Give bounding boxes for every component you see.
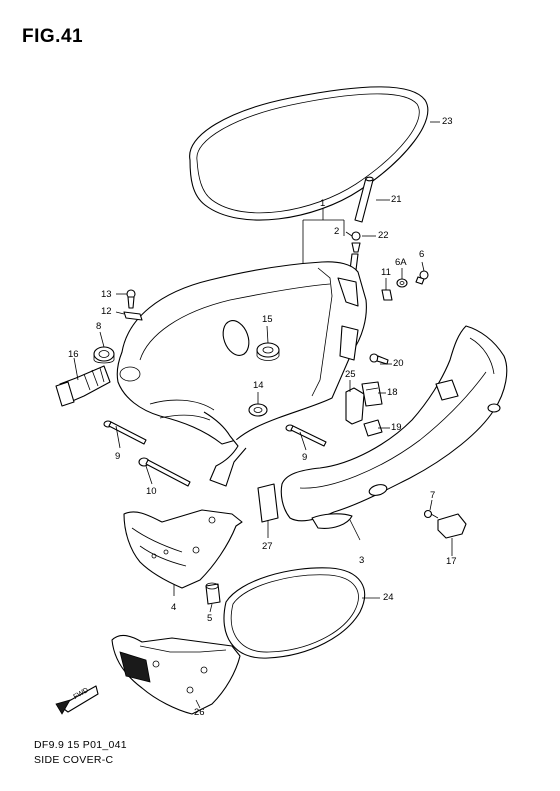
part-9-bolt-left[interactable]	[103, 420, 147, 445]
part-6a-washer[interactable]	[396, 278, 408, 288]
callout-5[interactable]: 5	[207, 613, 213, 624]
part-5-grommet[interactable]	[205, 582, 221, 605]
callout-11[interactable]: 11	[381, 267, 391, 278]
part-3-side-cover[interactable]	[280, 325, 508, 529]
figure-title: FIG.41	[22, 26, 84, 47]
callout-23[interactable]: 23	[442, 116, 453, 127]
callout-15[interactable]: 15	[262, 314, 273, 325]
callout-6[interactable]: 6	[419, 249, 425, 260]
part-27-pad[interactable]	[257, 483, 279, 523]
part-10-bolt[interactable]	[138, 457, 191, 487]
callout-13[interactable]: 13	[101, 289, 112, 300]
part-13-bolt[interactable]	[126, 289, 136, 309]
callout-14[interactable]: 14	[253, 380, 264, 391]
callout-12[interactable]: 12	[101, 306, 112, 317]
callout-25[interactable]: 25	[345, 369, 356, 380]
callout-22[interactable]: 22	[378, 230, 389, 241]
callout-8[interactable]: 8	[96, 321, 102, 332]
part-21-rod[interactable]	[354, 176, 374, 223]
part-16-seal-boot[interactable]	[55, 365, 111, 407]
part-18-bracket[interactable]	[361, 381, 383, 407]
callout-20[interactable]: 20	[393, 358, 404, 369]
callout-2[interactable]: 2	[334, 226, 340, 237]
part-20-screw[interactable]	[369, 353, 389, 365]
part-4-bracket[interactable]	[123, 509, 243, 589]
part-12-clip[interactable]	[123, 311, 143, 321]
leader-lines	[73, 121, 453, 709]
part-1-side-cover[interactable]	[116, 261, 367, 487]
callout-7[interactable]: 7	[430, 490, 436, 501]
diagram-code: DF9.9 15 P01_041	[34, 739, 127, 751]
callout-17[interactable]: 17	[446, 556, 457, 567]
callout-4[interactable]: 4	[171, 602, 177, 613]
callout-9-right[interactable]: 9	[302, 452, 308, 463]
part-22-fitting[interactable]	[351, 231, 361, 253]
part-25-bracket[interactable]	[345, 387, 365, 425]
part-7-screw[interactable]	[423, 509, 439, 519]
callout-27[interactable]: 27	[262, 541, 273, 552]
callout-3[interactable]: 3	[359, 555, 365, 566]
callout-19[interactable]: 19	[391, 422, 402, 433]
part-24-seal-ring[interactable]	[223, 567, 366, 659]
callout-16[interactable]: 16	[68, 349, 79, 360]
part-9-bolt-right[interactable]	[285, 424, 327, 447]
callout-24[interactable]: 24	[383, 592, 394, 603]
part-17-knob[interactable]	[437, 513, 467, 539]
fwd-arrow-icon	[55, 685, 99, 715]
callout-18[interactable]: 18	[387, 387, 398, 398]
callout-9-left[interactable]: 9	[115, 451, 121, 462]
callout-10[interactable]: 10	[146, 486, 157, 497]
part-19-grommet[interactable]	[363, 419, 383, 437]
diagram-name: SIDE COVER-C	[34, 754, 114, 766]
part-26-bracket[interactable]	[111, 634, 241, 715]
part-6-screw[interactable]	[415, 270, 429, 285]
callout-26[interactable]: 26	[194, 707, 205, 718]
part-11-nut[interactable]	[381, 289, 393, 301]
callout-6a[interactable]: 6A	[395, 257, 407, 268]
part-23-seal-ring[interactable]	[189, 86, 429, 221]
callout-21[interactable]: 21	[391, 194, 402, 205]
part-14-grommet[interactable]	[248, 403, 268, 417]
callout-1[interactable]: 1	[320, 198, 326, 209]
part-15-grommet[interactable]	[256, 342, 280, 361]
part-8-grommet[interactable]	[93, 346, 115, 364]
